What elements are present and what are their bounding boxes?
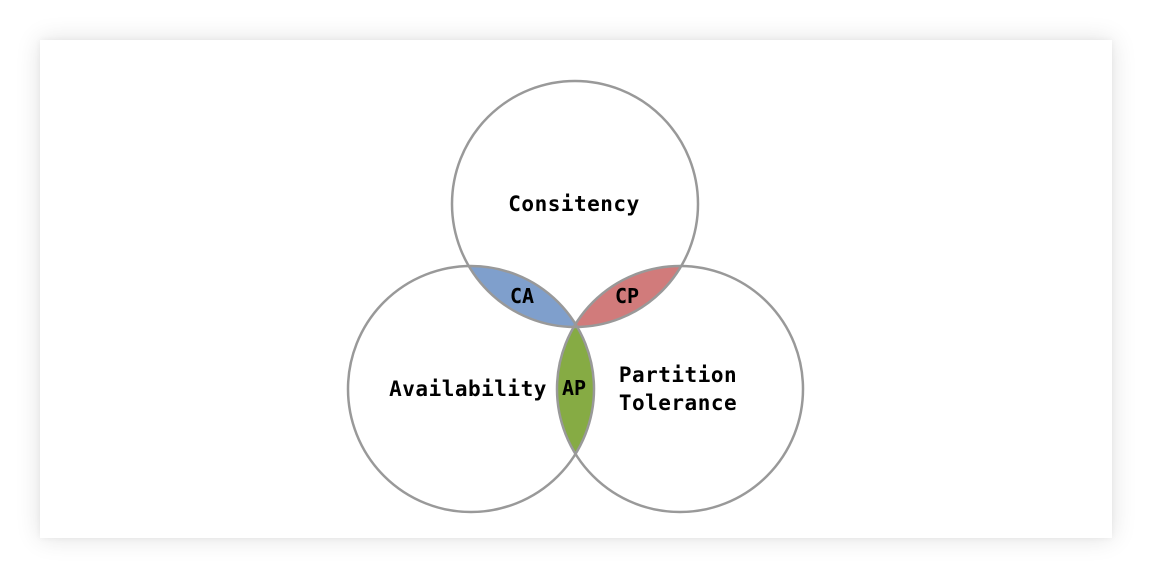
- consistency-label: Consitency: [508, 192, 639, 216]
- ap-label: AP: [562, 376, 586, 400]
- availability-label: Availability: [389, 377, 547, 401]
- partition-label-line1: Partition: [619, 363, 737, 387]
- availability-circle: [346, 264, 596, 514]
- ca-label: CA: [510, 284, 534, 308]
- partition-tolerance-circle: [555, 264, 805, 514]
- partition-label-line2: Tolerance: [619, 391, 737, 415]
- cp-label: CP: [615, 284, 639, 308]
